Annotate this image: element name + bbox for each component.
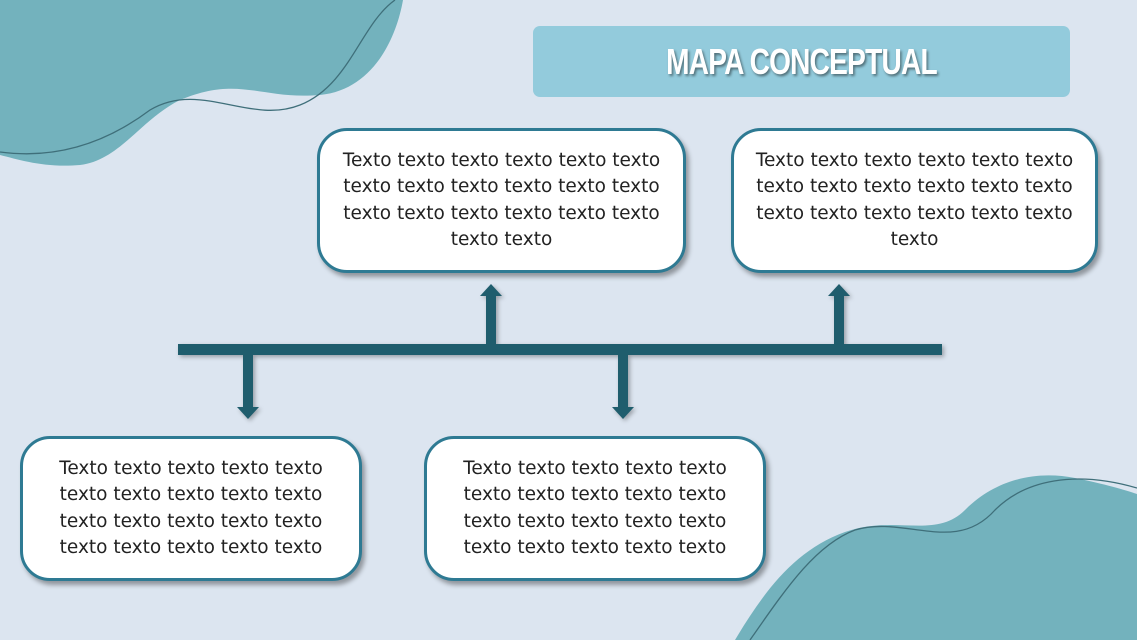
down-arrow-shaft-1: [243, 355, 253, 408]
concept-card-text: Texto texto texto texto texto texto text…: [463, 457, 727, 559]
decorative-wave-bottom-right: [735, 475, 1137, 640]
concept-card-text: Texto texto texto texto texto texto text…: [755, 149, 1074, 251]
concept-card-top-center: Texto texto texto texto texto texto text…: [317, 128, 686, 273]
concept-card-bottom-left: Texto texto texto texto texto texto text…: [20, 436, 362, 581]
up-arrow-shaft-1: [486, 294, 496, 344]
up-arrow-head-1: [480, 284, 502, 296]
concept-card-text: Texto texto texto texto texto texto text…: [59, 457, 323, 559]
up-arrow-shaft-2: [834, 294, 844, 344]
down-arrow-head-2: [612, 407, 634, 419]
down-arrow-shaft-2: [618, 355, 628, 408]
down-arrow-head-1: [237, 407, 259, 419]
concept-card-text: Texto texto texto texto texto texto text…: [342, 149, 661, 251]
decorative-wave-top-left: [0, 0, 403, 166]
up-arrow-head-2: [828, 284, 850, 296]
concept-card-bottom-center: Texto texto texto texto texto texto text…: [424, 436, 766, 581]
page-title: MAPA CONCEPTUAL: [666, 40, 937, 82]
concept-card-top-right: Texto texto texto texto texto texto text…: [731, 128, 1098, 273]
horizontal-connector-bar: [178, 344, 942, 355]
title-banner: MAPA CONCEPTUAL: [533, 26, 1070, 97]
